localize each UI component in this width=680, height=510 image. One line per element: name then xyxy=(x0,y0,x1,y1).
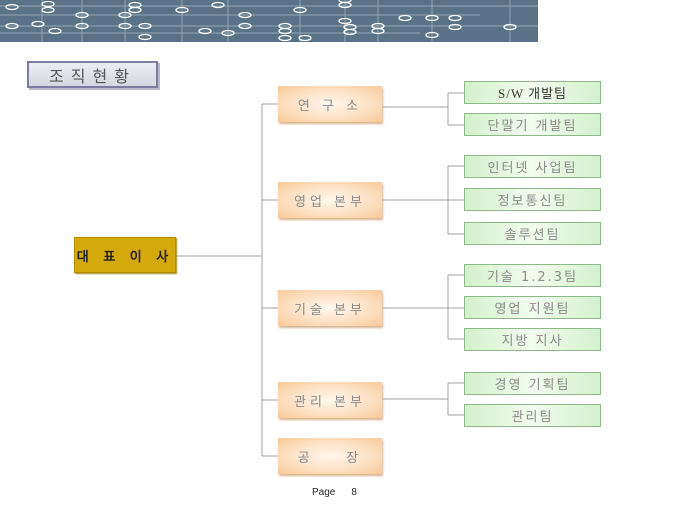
division-management: 관리 본부 xyxy=(278,382,382,418)
team-regional-branch: 지방 지사 xyxy=(464,328,601,351)
page-title: 조직현황 xyxy=(27,61,158,88)
team-sales-support: 영업 지원팀 xyxy=(464,296,601,319)
team-terminal-development: 단말기 개발팀 xyxy=(464,113,601,136)
team-administration: 관리팀 xyxy=(464,404,601,427)
page-number: 8 xyxy=(351,487,357,498)
team-solutions: 솔루션팀 xyxy=(464,222,601,245)
page-label: Page xyxy=(312,487,336,498)
division-technology: 기술 본부 xyxy=(278,290,382,326)
team-telecom: 정보통신팀 xyxy=(464,188,601,211)
header-banner xyxy=(0,0,538,42)
division-sales: 영업 본부 xyxy=(278,182,382,218)
ceo-box: 대 표 이 사 xyxy=(74,237,176,273)
team-sw-development: S/W 개발팀 xyxy=(464,81,601,104)
team-business-planning: 경영 기획팀 xyxy=(464,372,601,395)
page-footer: Page 8 xyxy=(312,487,357,498)
team-tech-123: 기술 1.2.3팀 xyxy=(464,264,601,287)
division-research-lab: 연 구 소 xyxy=(278,86,382,122)
team-internet-business: 인터넷 사업팀 xyxy=(464,155,601,178)
circuit-pattern-icon xyxy=(0,0,538,42)
division-factory: 공 장 xyxy=(278,438,382,474)
